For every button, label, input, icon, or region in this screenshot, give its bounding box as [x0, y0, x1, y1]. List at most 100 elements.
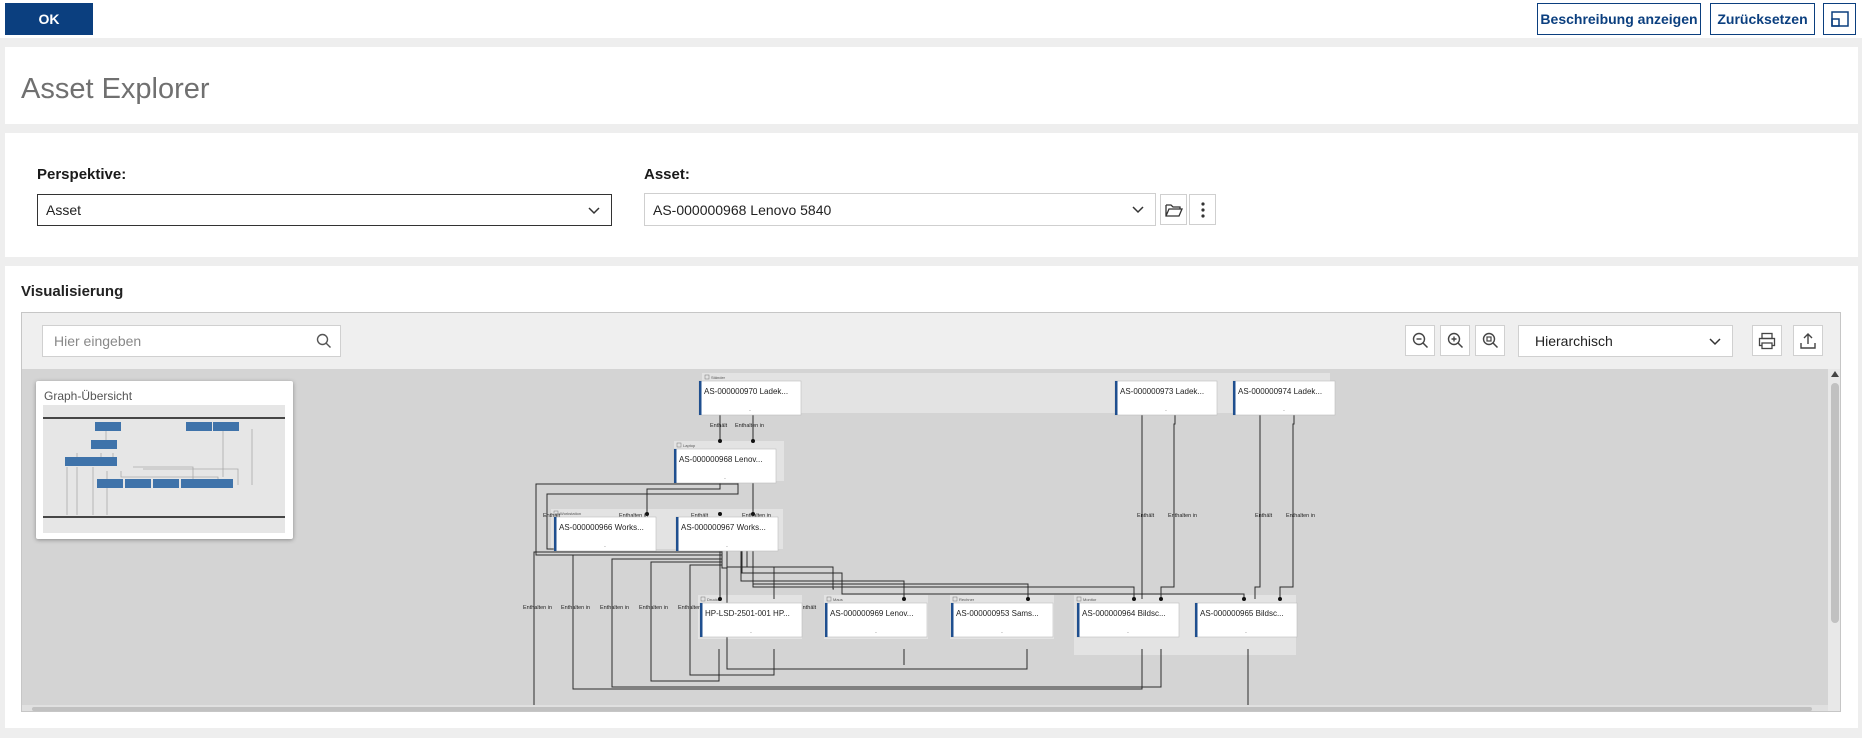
graph-group-label: Monitor — [1083, 597, 1097, 602]
window-layout-button[interactable] — [1823, 3, 1856, 35]
search-placeholder: Hier eingeben — [54, 333, 142, 349]
graph-group-icon — [952, 596, 958, 602]
svg-text:-: - — [1283, 408, 1285, 414]
graph-node: AS-000000974 Ladek... - — [1232, 380, 1336, 416]
edge-label: Enthält — [1255, 513, 1273, 519]
edge-label: Enthält — [710, 423, 728, 429]
zoom-fit-icon — [1482, 332, 1498, 349]
svg-text:-: - — [1127, 630, 1129, 636]
reset-button[interactable]: Zurücksetzen — [1710, 3, 1815, 35]
graph-group-icon — [553, 510, 559, 516]
graph-group-icon — [700, 596, 706, 602]
scroll-up-icon — [1831, 371, 1839, 377]
layout-select[interactable]: Hierarchisch — [1518, 325, 1733, 357]
graph-group-box — [702, 373, 1330, 413]
print-icon — [1758, 332, 1776, 349]
zoom-fit-button[interactable] — [1475, 325, 1505, 356]
svg-text:-: - — [875, 630, 877, 636]
svg-text:-: - — [1165, 408, 1167, 414]
asset-select[interactable]: AS-000000968 Lenovo 5840 — [644, 193, 1156, 226]
perspective-label: Perspektive: — [37, 166, 127, 183]
graph-node: AS-000000973 Ladek... - — [1114, 380, 1218, 416]
horizontal-scroll-thumb[interactable] — [32, 707, 1812, 711]
graph-group-label: Laptop — [683, 443, 696, 448]
graph-group-label: Rechner — [959, 597, 975, 602]
graph-node: AS-000000970 Ladek... - — [698, 380, 802, 416]
overview-minimap — [43, 405, 285, 533]
filters-panel: Perspektive: Asset Asset: AS-000000968 L… — [5, 133, 1858, 257]
horizontal-scrollbar[interactable] — [22, 705, 1828, 711]
chevron-down-icon — [1709, 338, 1721, 346]
edge-label: Enthalten in — [619, 513, 648, 519]
show-description-button[interactable]: Beschreibung anzeigen — [1537, 3, 1701, 35]
graph-group-icon — [1076, 596, 1082, 602]
graph-node-label: AS-000000964 Bildsc... — [1082, 609, 1166, 618]
graph-toolbar: Hier eingeben Hierarchisch — [22, 313, 1840, 369]
svg-text:-: - — [724, 476, 726, 482]
edge-label: Enthalten in — [561, 605, 590, 611]
export-icon — [1800, 332, 1816, 349]
graph-search-input[interactable]: Hier eingeben — [42, 325, 341, 357]
zoom-out-button[interactable] — [1405, 325, 1435, 356]
edge-label: Enthält — [799, 605, 817, 611]
edge-label: Enthält — [691, 513, 709, 519]
edge-label: Enthalten in — [639, 605, 668, 611]
graph-node-label: AS-000000974 Ladek... — [1238, 387, 1322, 396]
svg-text:-: - — [726, 544, 728, 550]
layout-value: Hierarchisch — [1535, 333, 1613, 349]
graph-node: AS-000000968 Lenov... - — [673, 448, 777, 484]
graph-overview[interactable]: Graph-Übersicht — [36, 381, 293, 539]
graph-group-icon — [826, 596, 832, 602]
graph-group-label: Ständer — [711, 375, 726, 380]
graph-node: AS-000000966 Works... - — [553, 516, 657, 552]
graph-viewer: Hier eingeben Hierarchisch — [21, 312, 1841, 712]
zoom-out-icon — [1412, 332, 1428, 349]
overview-title: Graph-Übersicht — [44, 389, 133, 403]
graph-node-label: AS-000000965 Bildsc... — [1200, 609, 1284, 618]
graph-node: AS-000000953 Sams...- — [950, 602, 1054, 638]
graph-group-icon — [676, 442, 682, 448]
graph-node: AS-000000967 Works...- — [675, 516, 779, 552]
graph-node-label: AS-000000970 Ladek... — [704, 387, 788, 396]
graph-node: AS-000000969 Lenov... - — [824, 602, 928, 638]
folder-open-icon — [1164, 203, 1183, 217]
zoom-in-button[interactable] — [1440, 325, 1470, 356]
graph-node-label: AS-000000953 Sams... — [956, 609, 1039, 618]
graph-node: AS-000000965 Bildsc...- — [1194, 602, 1298, 638]
edge-label: Enthalten in — [735, 423, 764, 429]
svg-text:-: - — [604, 544, 606, 550]
export-button[interactable] — [1793, 325, 1823, 356]
svg-text:-: - — [749, 408, 751, 414]
title-panel: Asset Explorer — [5, 47, 1858, 124]
graph-group-label: Workstation — [560, 511, 581, 516]
top-toolbar: OK Beschreibung anzeigen Zurücksetzen — [0, 0, 1862, 38]
graph-node-label: AS-000000966 Works... — [559, 523, 644, 532]
edge-label: Enthalten in — [600, 605, 629, 611]
search-icon — [316, 333, 331, 348]
graph-node-label: AS-000000973 Ladek... — [1120, 387, 1204, 396]
visualization-panel: Visualisierung Hier eingeben Hierarchisc… — [5, 266, 1858, 728]
vertical-scroll-thumb[interactable] — [1831, 383, 1839, 623]
graph-node-label: AS-000000968 Lenov... — [679, 455, 762, 464]
graph-group-label: Maus — [833, 597, 843, 602]
edge-label: Enthalten in — [523, 605, 552, 611]
edge-label: Enthält — [543, 513, 561, 519]
graph-node: AS-000000964 Bildsc... - — [1076, 602, 1180, 638]
ok-button[interactable]: OK — [5, 3, 93, 35]
graph-node-label: AS-000000969 Lenov... — [830, 609, 913, 618]
more-vertical-icon — [1200, 201, 1205, 218]
graph-node: HP-LSD-2501-001 HP...- — [699, 602, 803, 638]
more-options-button[interactable] — [1189, 194, 1216, 225]
graph-edges — [533, 409, 1295, 705]
chevron-down-icon — [1132, 206, 1144, 214]
perspective-select[interactable]: Asset — [37, 194, 612, 226]
browse-asset-button[interactable] — [1160, 194, 1187, 225]
edge-label: Enthalten in — [1286, 513, 1315, 519]
edge-label: Enthalten in — [678, 605, 707, 611]
graph-group-icon — [704, 374, 710, 380]
print-button[interactable] — [1752, 325, 1782, 356]
graph-node-label: HP-LSD-2501-001 HP... — [705, 609, 790, 618]
vertical-scrollbar[interactable] — [1828, 369, 1840, 711]
